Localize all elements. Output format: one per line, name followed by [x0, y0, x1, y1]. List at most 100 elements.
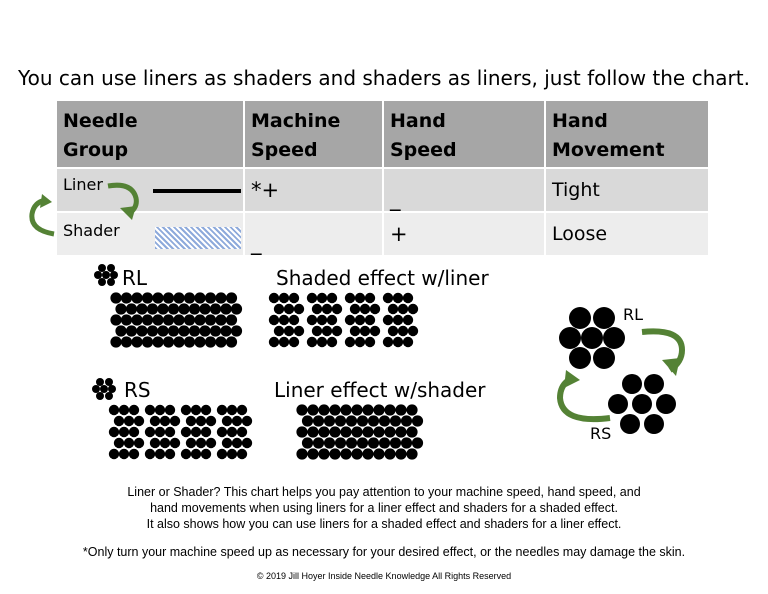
needle-dot: [199, 325, 211, 337]
needle-dot: [373, 404, 385, 416]
dot-cluster-icon: [92, 378, 116, 400]
needle-dot: [389, 415, 402, 427]
needle-dot: [349, 325, 361, 337]
needle-dot: [400, 437, 413, 449]
needle-dot: [185, 437, 197, 449]
needle-dot: [288, 336, 300, 348]
note-line-1: Liner or Shader? This chart helps you pa…: [127, 485, 641, 499]
needle-dot: [113, 415, 125, 427]
needle-dot: [389, 437, 402, 449]
needle-dot: [301, 437, 314, 449]
needle-dot: [118, 448, 130, 460]
needle-dot: [378, 415, 391, 427]
needle-dot: [367, 415, 380, 427]
cell-group-liner: Liner: [57, 167, 245, 211]
cell-group-shader: Shader: [57, 211, 245, 255]
diagram-label-rl: RL: [623, 305, 644, 324]
needle-dot: [331, 325, 343, 337]
needle-dot: [102, 271, 110, 279]
needle-dot: [345, 437, 358, 449]
needle-dot: [323, 437, 336, 449]
needle-dot: [200, 426, 212, 438]
needle-dot: [205, 415, 217, 427]
needle-dot: [173, 314, 185, 326]
needle-dot: [221, 415, 233, 427]
needle-dot: [152, 336, 164, 348]
needle-dot: [199, 303, 211, 315]
needle-dot: [387, 325, 399, 337]
needle-dot: [278, 314, 290, 326]
needle-dot: [344, 292, 356, 304]
needle-dot: [236, 426, 248, 438]
needle-dot: [183, 292, 196, 304]
needle-dot: [110, 292, 122, 304]
needle-dot: [105, 392, 113, 400]
needle-dot: [354, 292, 366, 304]
needle-dot: [316, 314, 328, 326]
needle-dot: [141, 336, 154, 348]
needle-dot: [278, 336, 290, 348]
needle-dot: [369, 325, 381, 337]
needle-dot: [215, 292, 227, 304]
needle-dot: [105, 378, 113, 386]
needle-dot: [382, 336, 394, 348]
needle-dot: [118, 426, 130, 438]
needle-dot: [188, 303, 201, 315]
needle-dot: [362, 426, 374, 438]
rl-loose-dot-pattern: [268, 292, 419, 348]
needle-dot: [162, 336, 175, 348]
needle-dot: [392, 336, 404, 348]
needle-dot: [344, 314, 356, 326]
needle-dot: [226, 426, 238, 438]
needle-dot: [120, 336, 133, 348]
needle-dot: [296, 426, 308, 438]
needle-dot: [356, 437, 369, 449]
needle-dot: [204, 292, 217, 304]
needle-dot: [157, 303, 169, 315]
cell-hand-movement-shader: Loose: [546, 211, 708, 255]
needle-dot: [131, 336, 143, 348]
needle-dot: [96, 392, 104, 400]
note-line-3: It also shows how you can use liners for…: [146, 517, 622, 531]
needle-dot: [120, 314, 133, 326]
cell-hand-speed-shader: +: [384, 211, 546, 255]
needle-dot: [367, 437, 380, 449]
needle-dot: [384, 404, 396, 416]
needle-dot: [120, 292, 133, 304]
needle-dot: [288, 314, 300, 326]
needle-dot: [318, 404, 330, 416]
cell-hand-movement-liner: Tight: [546, 167, 708, 211]
needle-dot: [241, 415, 253, 427]
needle-dot: [331, 303, 343, 315]
needle-dot: [402, 314, 414, 326]
needle-dot: [204, 336, 217, 348]
needle-dot: [115, 303, 127, 315]
needle-dot: [164, 448, 176, 460]
needle-dot: [108, 385, 116, 393]
needle-dot: [230, 303, 243, 315]
needle-dot: [123, 437, 135, 449]
needle-dot: [98, 264, 106, 272]
cell-machine-speed-shader: _: [245, 211, 384, 255]
needle-dot: [169, 415, 181, 427]
needle-dot: [136, 303, 148, 315]
needle-dot: [231, 415, 243, 427]
needle-dot: [125, 303, 138, 315]
needle-dot: [92, 385, 100, 393]
needle-dot: [326, 314, 338, 326]
needle-dot: [146, 325, 159, 337]
needle-dot: [195, 437, 207, 449]
needle-dot: [98, 278, 106, 286]
needle-dot: [344, 336, 356, 348]
needle-dot: [306, 336, 318, 348]
needle-dot: [364, 336, 376, 348]
needle-dot: [204, 314, 217, 326]
needle-dot: [169, 437, 181, 449]
needle-dot: [128, 404, 140, 416]
needle-dot: [133, 437, 145, 449]
needle-dot: [359, 325, 371, 337]
needle-dot: [318, 448, 330, 460]
needle-dot: [167, 303, 180, 315]
